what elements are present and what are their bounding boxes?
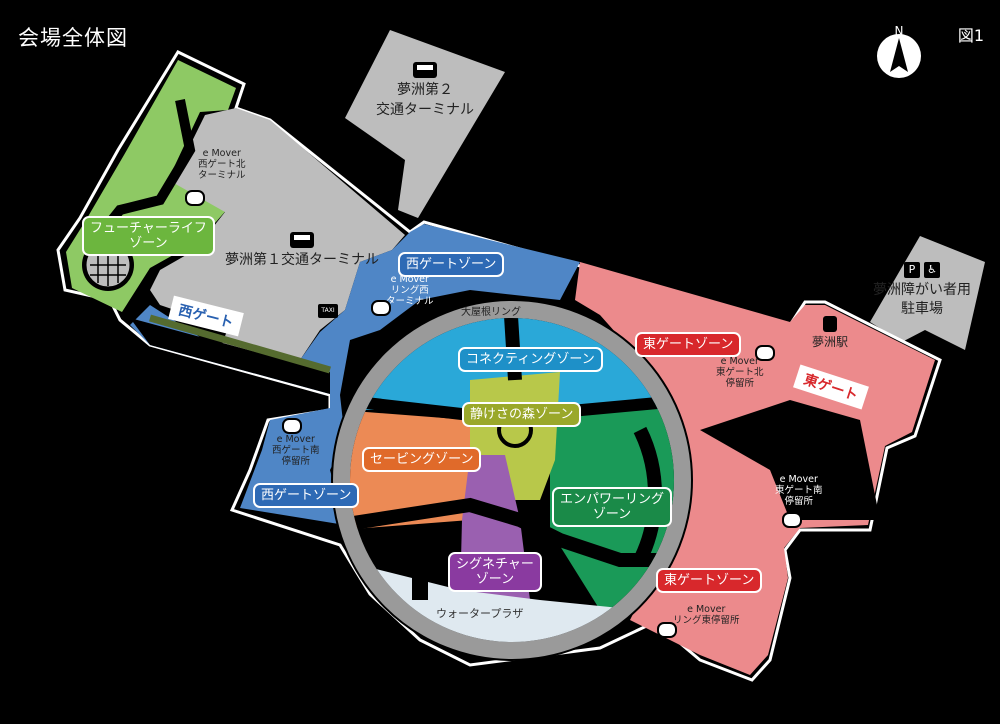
parking-icon: P — [904, 262, 920, 278]
station-label: 夢洲駅 — [812, 316, 848, 350]
saving-zone-label: セービングゾーン — [362, 447, 482, 472]
future-life-zone-label: フューチャーライフゾーン — [82, 216, 215, 256]
connecting-zone-label: コネクティングゾーン — [458, 347, 603, 372]
west-gate-zone-top-label: 西ゲートゾーン — [398, 252, 505, 277]
emover-icon — [657, 622, 677, 638]
emover-icon — [371, 300, 391, 316]
train-icon — [823, 316, 837, 332]
west-gate-area — [130, 224, 580, 525]
walkway-green — [149, 314, 331, 374]
east-gate-zone-top-label: 東ゲートゾーン — [635, 332, 742, 357]
taxi-icon: TAXI — [318, 304, 338, 318]
bus-icon — [413, 62, 437, 78]
terminal1-area — [150, 108, 405, 360]
parking-area — [870, 236, 985, 350]
west-gate-zone-bottom-label: 西ゲートゾーン — [253, 483, 360, 508]
figure-label: 図1 — [957, 26, 984, 45]
emover-icon — [755, 345, 775, 361]
walkway — [130, 318, 330, 394]
terminal2-label: 夢洲第２ 交通ターミナル — [376, 62, 474, 120]
signature-zone-label: シグネチャーゾーン — [448, 552, 542, 592]
terminal1-label: 夢洲第１交通ターミナル — [225, 232, 379, 270]
east-gate-zone-bottom-label: 東ゲートゾーン — [656, 568, 763, 593]
north-arrow-icon: N — [874, 24, 924, 84]
map-title: 会場全体図 — [18, 26, 128, 50]
parking-label: P ♿ 夢洲障がい者用 駐車場 — [873, 262, 971, 317]
forest-zone-label: 静けさの森ゾーン — [462, 402, 582, 427]
wheelchair-icon: ♿ — [924, 262, 940, 278]
grand-ring-label: 大屋根リング — [461, 307, 521, 318]
empower-zone-label: エンパワーリングゾーン — [552, 487, 673, 527]
north-label: N — [895, 24, 904, 38]
terminal2-area — [345, 30, 505, 218]
emover-icon — [782, 512, 802, 528]
emover-icon — [185, 190, 205, 206]
bus-icon — [290, 232, 314, 248]
emover-icon — [282, 418, 302, 434]
water-plaza-label: ウォータープラザ — [436, 607, 524, 620]
east-walkway — [700, 400, 880, 520]
